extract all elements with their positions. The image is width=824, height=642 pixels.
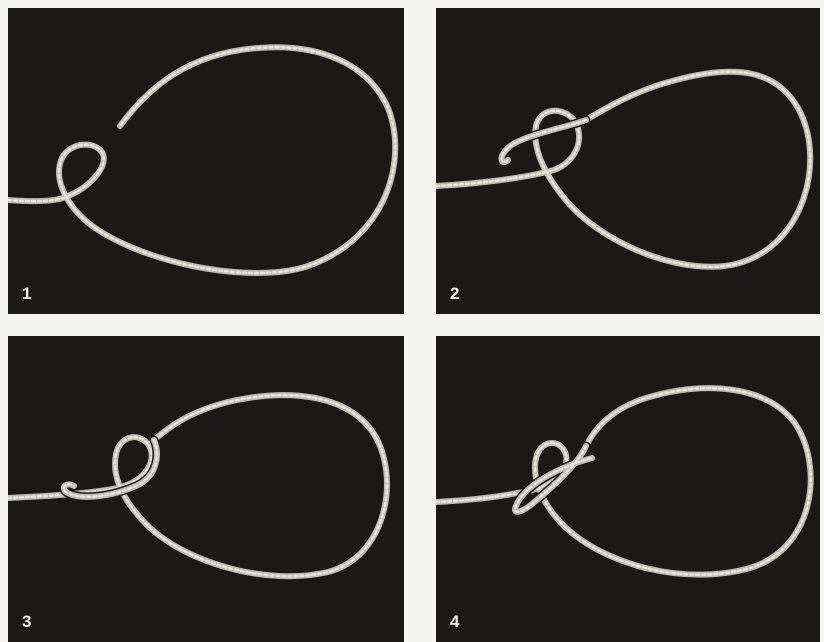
step-number: 1 (22, 285, 31, 302)
rope (436, 388, 811, 574)
step-2-panel: 2 (436, 8, 820, 314)
rope (436, 72, 810, 267)
step-number: 4 (450, 613, 459, 630)
rope-loop-step-2-image (436, 8, 820, 314)
step-4-panel: 4 (436, 336, 820, 642)
step-3-panel: 3 (8, 336, 404, 642)
rope-loop-step-3-image (8, 336, 404, 642)
rope (8, 47, 395, 273)
rope (8, 395, 387, 576)
rope-loop-step-1-image (8, 8, 404, 314)
step-number: 3 (22, 613, 31, 630)
rope-loop-step-4-image (436, 336, 820, 642)
step-number: 2 (450, 285, 459, 302)
step-1-panel: 1 (8, 8, 404, 314)
